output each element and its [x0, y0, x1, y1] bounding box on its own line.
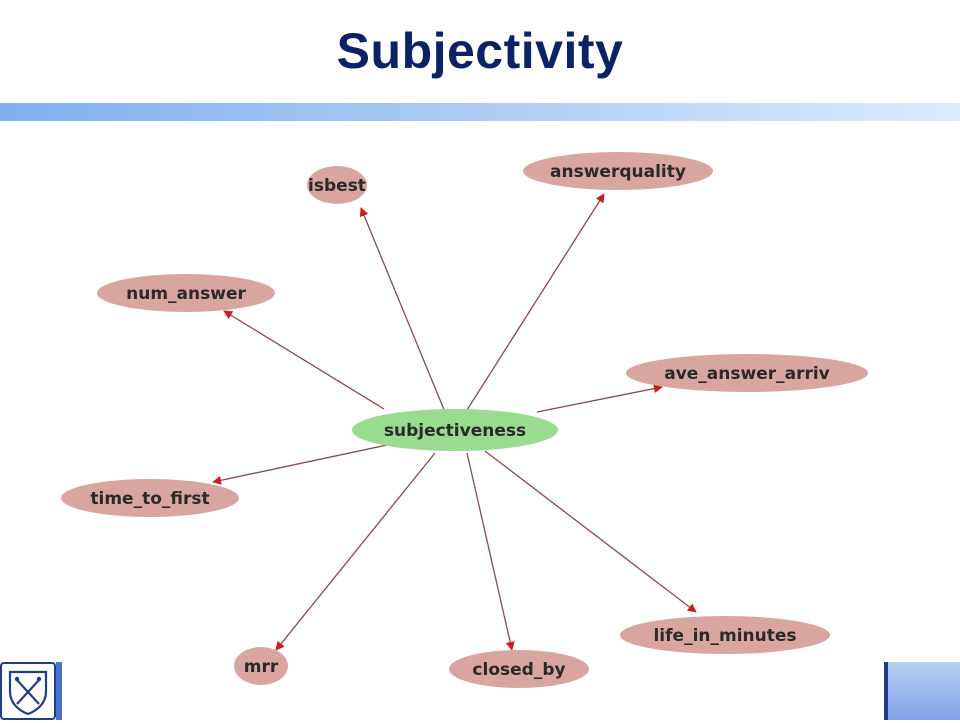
- node-label: ave_answer_arriv: [664, 364, 830, 384]
- node-life_in_minutes: life_in_minutes: [620, 616, 830, 654]
- node-label: closed_by: [472, 660, 565, 680]
- node-label: isbest: [308, 176, 366, 196]
- edge-to-isbest: [359, 207, 446, 413]
- node-num_answer: num_answer: [97, 274, 275, 312]
- node-mrr: mrr: [234, 647, 288, 685]
- node-isbest: isbest: [307, 166, 367, 204]
- edge-to-closed_by: [466, 452, 515, 651]
- edge-to-life_in_minutes: [484, 450, 697, 613]
- node-ave_answer_arriv: ave_answer_arriv: [626, 354, 868, 392]
- title-accent-bar: [0, 103, 960, 121]
- node-label: mrr: [244, 657, 279, 677]
- edge-to-time_to_first: [212, 444, 388, 485]
- node-closed_by: closed_by: [449, 650, 589, 688]
- node-time_to_first: time_to_first: [61, 479, 239, 517]
- footer-left-stripe: [56, 662, 62, 720]
- edges: [212, 193, 697, 651]
- node-subjectiveness: subjectiveness: [352, 409, 558, 451]
- footer-right-panel: [884, 662, 960, 720]
- node-label: time_to_first: [90, 489, 209, 509]
- node-label: life_in_minutes: [653, 626, 796, 646]
- node-answerquality: answerquality: [523, 152, 713, 190]
- edge-to-ave_answer_arriv: [536, 384, 663, 413]
- edge-to-num_answer: [223, 310, 385, 410]
- edge-to-mrr: [275, 452, 436, 651]
- center-node-label: subjectiveness: [384, 421, 526, 441]
- emory-shield-icon: [0, 662, 56, 720]
- slide-title: Subjectivity: [336, 23, 624, 79]
- node-label: answerquality: [550, 162, 686, 182]
- edge-to-answerquality: [466, 193, 605, 411]
- shield-icon: [8, 670, 48, 716]
- node-label: num_answer: [126, 284, 246, 304]
